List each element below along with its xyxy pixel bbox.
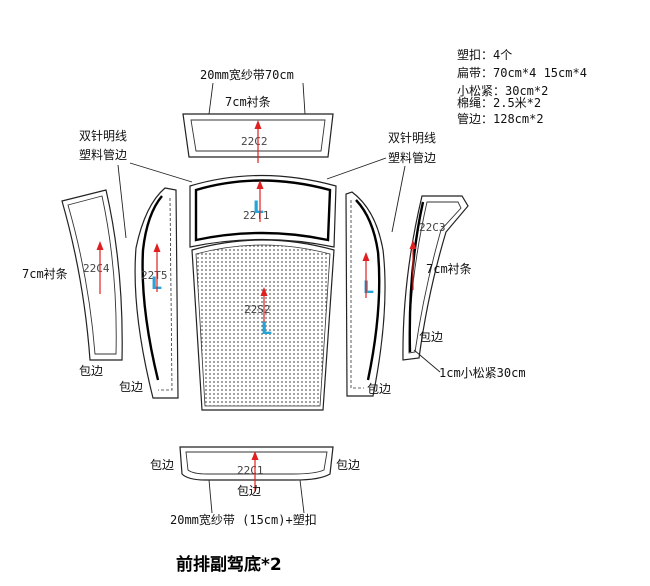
piece-22t1-code: 22T1	[243, 209, 270, 222]
piece-22t5-right-seam	[350, 200, 364, 389]
piece-22s2-mark: L	[261, 319, 272, 339]
top-webbing-label: 20mm宽纱带70cm	[200, 67, 294, 82]
double-needle-right-label-2: 塑料管边	[388, 150, 436, 165]
diagram-title: 前排副驾底*2	[176, 554, 282, 575]
binding-right-inner-label: 包边	[367, 382, 391, 396]
binding-right-outer-label: 包边	[419, 330, 443, 344]
double-needle-right-label-1: 双针明线	[388, 130, 436, 145]
binding-left-inner-label: 包边	[119, 380, 143, 394]
left-lining-label: 7cm衬条	[22, 267, 68, 281]
piece-22c1-code: 22C1	[237, 464, 264, 477]
piece-22t5-seam	[158, 197, 173, 391]
piece-22c3-outline	[402, 195, 469, 361]
binding-left-outer-label: 包边	[79, 364, 103, 378]
note-line-1: 塑扣：4个	[457, 47, 512, 62]
bottom-webbing-leader-right	[299, 479, 305, 514]
materials-notes: 塑扣：4个 扁带：70cm*4 15cm*4 小松紧：30cm*2 棉绳：2.5…	[457, 47, 587, 126]
double-needle-right-leader-a	[326, 157, 387, 180]
double-needle-left-leader-b	[117, 164, 127, 239]
double-needle-left-label-2: 塑料管边	[79, 147, 127, 162]
piece-22t1-double-needle	[194, 179, 332, 242]
note-line-4: 棉绳：2.5米*2	[457, 96, 541, 110]
binding-bottom-right-label: 包边	[336, 458, 360, 472]
piece-22t5-code: 22T5	[141, 269, 168, 282]
bottom-webbing-label: 20mm宽纱带 (15cm)+塑扣	[170, 512, 317, 527]
piece-22c3-double-needle	[408, 201, 425, 353]
piece-22c3-code: 22C3	[419, 221, 446, 234]
piece-22t5-right: L	[345, 191, 386, 397]
piece-22t5-right-arrowhead	[362, 252, 370, 261]
piece-22c2-seam	[190, 119, 326, 152]
top-webbing-leader-right	[302, 82, 306, 115]
piece-22t1: 22T1 L	[189, 174, 337, 248]
piece-22t1-mark: L	[253, 198, 264, 218]
piece-22t5-right-mark: L	[363, 278, 374, 298]
piece-22s2: 22S2 L	[191, 239, 335, 411]
piece-22c1-seam	[185, 451, 328, 475]
top-lining-label: 7cm衬条	[225, 95, 271, 109]
double-needle-left-leader-a	[129, 162, 193, 183]
piece-22c3-arrowhead	[409, 240, 417, 249]
elastic-right-label: 1cm小松紧30cm	[439, 366, 526, 380]
piece-22c3-seam	[408, 201, 462, 354]
piece-22c1-outline	[179, 446, 334, 481]
bottom-webbing-leader-left	[208, 479, 213, 514]
elastic-right-leader	[413, 349, 441, 373]
piece-22c2-code: 22C2	[241, 135, 268, 148]
piece-22c1: 22C1	[179, 446, 334, 514]
binding-bottom-left-label: 包边	[150, 458, 174, 472]
double-needle-right-leader-b	[391, 165, 406, 233]
piece-22t5-right-double-needle	[355, 199, 381, 381]
double-needle-left-label-1: 双针明线	[79, 128, 127, 143]
piece-22s2-arrowhead	[260, 287, 268, 296]
piece-22c4-code: 22C4	[83, 262, 110, 275]
piece-22c3: 22C3	[402, 195, 469, 361]
piece-22c4-arrowhead	[96, 241, 104, 250]
piece-22t1-outline	[189, 174, 337, 248]
right-lining-label: 7cm衬条	[426, 262, 472, 276]
piece-22t1-arrowhead	[256, 180, 264, 189]
piece-22t5-outline	[134, 187, 179, 399]
binding-bottom-center-label: 包边	[237, 484, 261, 498]
piece-22c4-seam	[67, 195, 117, 355]
top-webbing-leader-left	[208, 82, 214, 115]
piece-22c2-arrowhead	[254, 120, 262, 129]
note-line-5: 管边：128cm*2	[457, 111, 544, 126]
piece-22c1-arrowhead	[251, 451, 259, 460]
piece-22c4-outline	[61, 189, 123, 361]
note-line-3: 小松紧：30cm*2	[457, 84, 548, 98]
note-line-2: 扁带：70cm*4 15cm*4	[457, 66, 587, 80]
piece-22s2-mesh	[195, 244, 331, 407]
piece-22t5-double-needle	[141, 195, 163, 381]
piece-22c4: 22C4	[61, 189, 123, 361]
piece-22s2-code: 22S2	[244, 303, 271, 316]
piece-22t5-arrowhead	[153, 243, 161, 252]
piece-22c2: 22C2	[182, 82, 334, 163]
piece-22t5: 22T5 L	[134, 187, 179, 399]
